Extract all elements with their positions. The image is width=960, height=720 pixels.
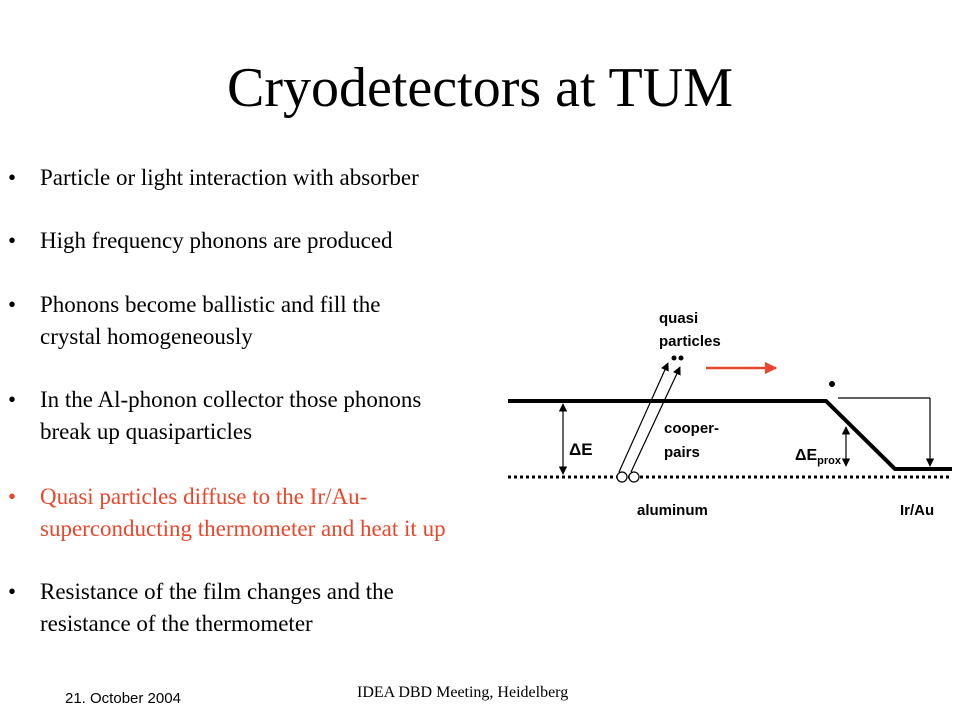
quasiparticle-dot [678, 355, 684, 361]
bullet-text: In the Al-phonon collector those phonons [40, 387, 422, 412]
ir-au-label: Ir/Au [900, 502, 934, 519]
bullet-dot: • [8, 579, 17, 604]
bullet-text: Quasi particles diffuse to the Ir/Au- [40, 484, 368, 509]
bullet-text-continued: crystal homogeneously [40, 324, 253, 349]
bullet-text: High frequency phonons are produced [40, 228, 393, 253]
cooper-pair-circle [628, 471, 640, 483]
bullet-text-continued: break up quasiparticles [40, 419, 253, 444]
delta-e-prox-subscript: prox [817, 455, 842, 467]
cooper-label: cooper- [664, 420, 719, 437]
quasiparticle-dot [671, 355, 677, 361]
bullet-item: • Particle or light interaction with abs… [0, 162, 520, 194]
bullet-item: • High frequency phonons are produced [0, 225, 520, 257]
bullet-dot: • [8, 484, 17, 509]
slide-title: Cryodetectors at TUM [227, 57, 733, 119]
excitation-arrow [618, 362, 669, 473]
energy-gap-line [508, 399, 952, 471]
footer-date: 21. October 2004 [65, 690, 181, 707]
delta-e-prox-main: ΔE [795, 447, 818, 464]
bullet-text-continued: resistance of the thermometer [40, 611, 313, 636]
bullet-dot: • [8, 292, 17, 317]
delta-e-prox-label: ΔEprox [795, 447, 842, 467]
bullet-dot: • [8, 387, 17, 412]
bullet-text: Particle or light interaction with absor… [40, 165, 419, 190]
bullet-item: • Phonons become ballistic and fill the … [0, 289, 520, 353]
bullet-item: • Resistance of the film changes and the… [0, 576, 520, 640]
bullet-text-continued: superconducting thermometer and heat it … [40, 516, 446, 541]
quasiparticle-dot [829, 381, 835, 387]
bullet-item: • In the Al-phonon collector those phono… [0, 384, 520, 448]
footer-meeting: IDEA DBD Meeting, Heidelberg [357, 684, 569, 701]
cooper-pair-circle [616, 471, 628, 483]
quasi-label: quasi [659, 310, 698, 327]
delta-e-label: ΔE [569, 440, 593, 459]
bullet-text: Phonons become ballistic and fill the [40, 292, 381, 317]
bullet-item-highlighted: • Quasi particles diffuse to the Ir/Au- … [0, 481, 520, 545]
pairs-label: pairs [664, 444, 700, 461]
aluminum-label: aluminum [637, 502, 708, 519]
bullet-dot: • [8, 165, 17, 190]
bullet-text: Resistance of the film changes and the [40, 579, 394, 604]
particles-label: particles [659, 333, 721, 350]
excitation-arrow [630, 366, 681, 473]
bullet-dot: • [8, 228, 17, 253]
